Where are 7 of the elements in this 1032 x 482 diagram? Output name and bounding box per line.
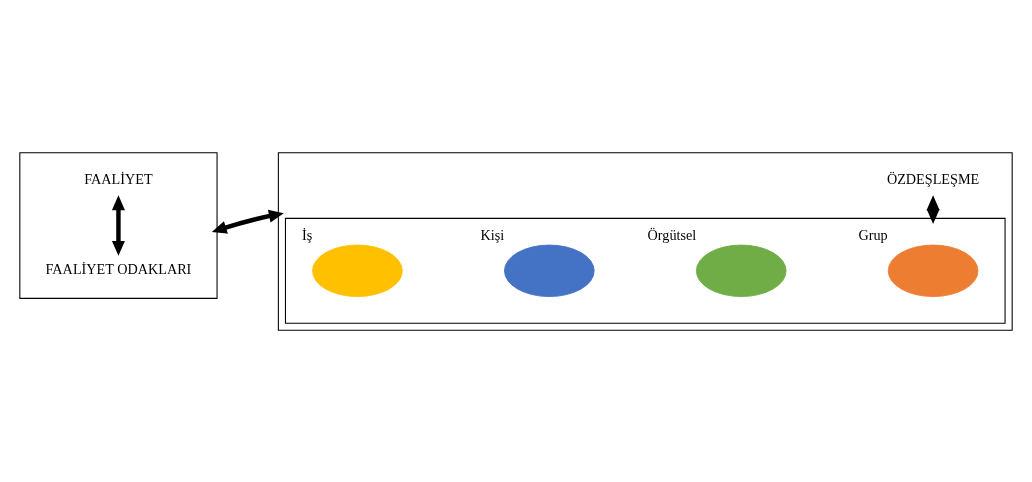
node-text: FAALİYET (84, 170, 153, 187)
node-text: ÖZDEŞLEŞME (886, 170, 980, 187)
node-text: FAALİYET ODAKLARI (45, 260, 192, 277)
node-label: Kişi (480, 226, 505, 243)
node-label: Örgütsel (647, 226, 697, 243)
node-label: İş (302, 226, 313, 243)
node-label: Grup (858, 226, 888, 243)
